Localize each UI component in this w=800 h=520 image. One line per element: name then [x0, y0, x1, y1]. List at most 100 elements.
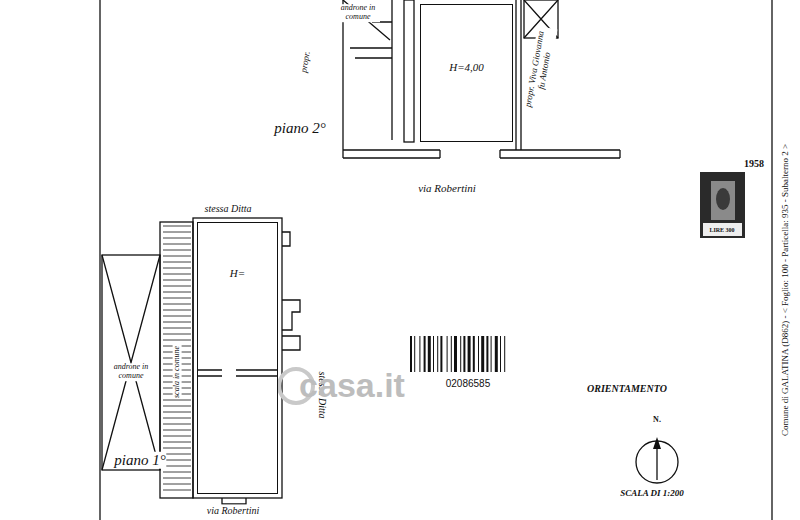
- hatch-line: [163, 454, 191, 455]
- room: H=: [197, 222, 278, 494]
- barcode-bar: [451, 336, 452, 372]
- barcode-bar: [500, 336, 501, 372]
- barcode-bar: [419, 336, 420, 372]
- barcode-bar: [473, 336, 475, 372]
- stamp-band: [703, 223, 742, 236]
- compass-north: N.: [652, 416, 662, 425]
- hatch-line: [163, 412, 191, 413]
- hatch-line: [163, 334, 191, 335]
- compass-arrow: [653, 437, 661, 449]
- floor-title: piano 2°: [273, 120, 326, 137]
- wall: [392, 0, 521, 150]
- barcode-bar: [491, 336, 492, 372]
- hatch-line: [163, 442, 191, 443]
- barcode-bar: [463, 336, 465, 372]
- note: androne in comune: [336, 4, 380, 22]
- compass-title: ORIENTAMENTO: [586, 383, 668, 394]
- street-name: via Robertini: [417, 182, 477, 194]
- note: scala in comune: [173, 345, 182, 399]
- stamp-value: LIRE 300: [708, 226, 735, 233]
- hatch-line: [163, 310, 191, 311]
- cross: [102, 255, 160, 470]
- wall: [343, 0, 620, 158]
- barcode-bar: [414, 336, 415, 372]
- barcode-bar: [428, 336, 431, 372]
- owner-note: propr.: [299, 50, 313, 75]
- wall: [197, 370, 278, 376]
- hatch-line: [163, 400, 191, 401]
- barcode-number: 02086585: [445, 378, 492, 389]
- hatch-line: [163, 478, 191, 479]
- hatch-line: [163, 250, 191, 251]
- note: androne in comune: [105, 363, 157, 381]
- barcode-bar: [454, 336, 457, 372]
- barcode-bar: [410, 336, 412, 372]
- hatch-line: [163, 226, 191, 227]
- floor-title: piano 1°: [113, 452, 166, 469]
- hatch-line: [163, 274, 191, 275]
- barcode-bar: [437, 336, 438, 372]
- hatch-line: [163, 280, 191, 281]
- hatch-line: [163, 460, 191, 461]
- hatch-line: [163, 232, 191, 233]
- wall: [404, 0, 414, 142]
- barcode-bar: [460, 336, 461, 372]
- hatch-line: [163, 298, 191, 299]
- hatch-line: [163, 322, 191, 323]
- barcode-bar: [495, 336, 498, 372]
- barcode: [410, 336, 505, 372]
- stamp-portrait: [711, 181, 735, 220]
- hatch-line: [163, 484, 191, 485]
- street-name: via Robertini: [206, 505, 261, 516]
- owner-note: propr. Viva Giovanna fu Antonio: [523, 26, 557, 114]
- margin-line: [771, 0, 772, 520]
- room: H=4,00: [420, 4, 513, 142]
- hatch-line: [163, 466, 191, 467]
- height-label: H=4,00: [449, 61, 484, 73]
- hatch-line: [163, 256, 191, 257]
- barcode-bar: [424, 336, 426, 372]
- entrance: [222, 498, 246, 504]
- hatch-line: [163, 262, 191, 263]
- wall: [193, 218, 282, 498]
- hatch-line: [163, 436, 191, 437]
- cadastral-reference: Comune di GALATINA (D862) - < Foglio: 10…: [781, 143, 791, 437]
- barcode-bar: [433, 336, 434, 372]
- barcode-bar: [504, 336, 505, 372]
- hatch-line: [163, 304, 191, 305]
- scale-note: SCALA DI 1:200: [619, 489, 685, 499]
- hatch-line: [163, 316, 191, 317]
- hatch-line: [163, 292, 191, 293]
- watermark: casa.it: [298, 367, 406, 404]
- hatch-line: [163, 244, 191, 245]
- hatch-line: [163, 268, 191, 269]
- barcode-bar: [478, 336, 479, 372]
- stair-hatch: [163, 226, 191, 490]
- hatch-line: [163, 418, 191, 419]
- margin-line: [99, 0, 100, 520]
- stamp-portrait: [716, 188, 730, 210]
- hatch-line: [163, 328, 191, 329]
- wall: [282, 232, 300, 350]
- height-label: H=: [230, 267, 245, 279]
- barcode-bar: [447, 336, 448, 372]
- stamp-date: 1958: [743, 158, 765, 169]
- hatch-line: [163, 472, 191, 473]
- hatch-line: [163, 424, 191, 425]
- barcode-bar: [481, 336, 484, 372]
- hatch-line: [163, 406, 191, 407]
- hatch-line: [163, 490, 191, 491]
- owner-note: stessa Ditta: [204, 203, 253, 214]
- barcode-bar: [440, 336, 442, 372]
- revenue-stamp: [700, 172, 745, 238]
- hatch-line: [163, 448, 191, 449]
- hatch-line: [163, 286, 191, 287]
- barcode-bar: [486, 336, 488, 372]
- hatch-line: [163, 340, 191, 341]
- hatch-line: [163, 238, 191, 239]
- androne-box: [102, 255, 160, 470]
- barcode-bar: [468, 336, 471, 372]
- hatch-line: [163, 430, 191, 431]
